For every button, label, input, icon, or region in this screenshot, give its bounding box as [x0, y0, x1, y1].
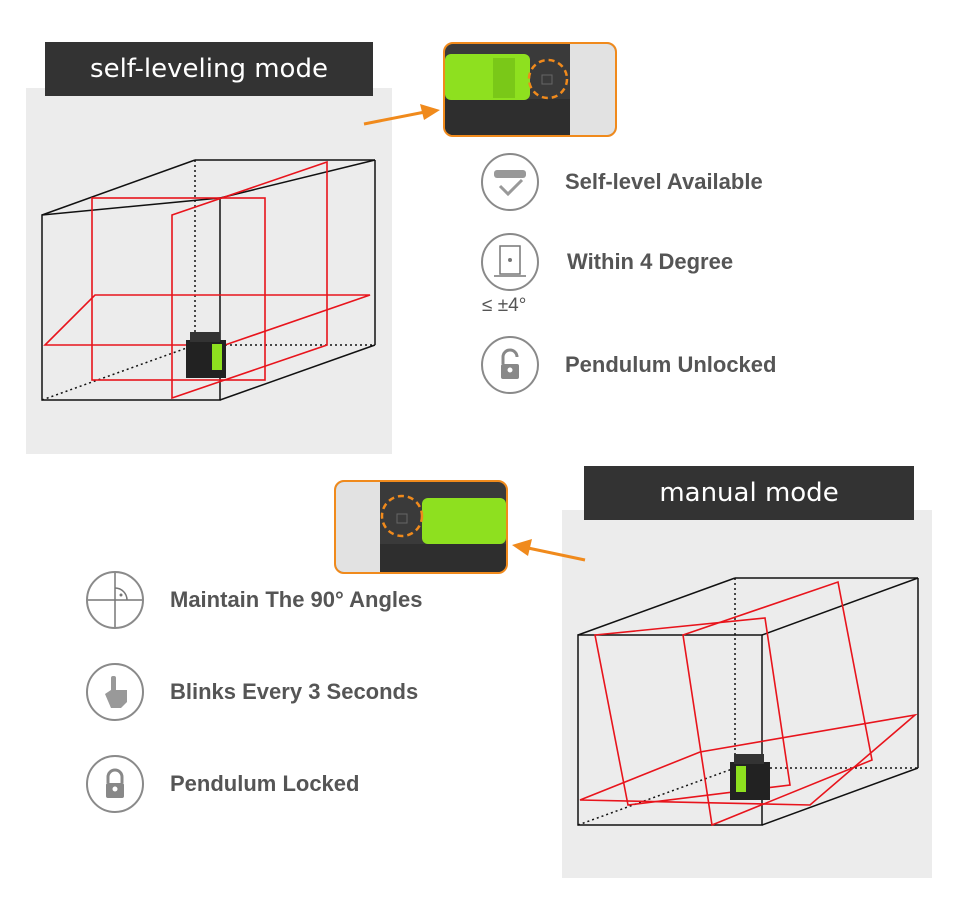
- manual-mode-title: manual mode: [584, 466, 914, 520]
- unlocked-padlock-icon: [481, 336, 539, 394]
- feature-pendulum-unlocked: Pendulum Unlocked: [481, 336, 776, 394]
- feature-label: Within 4 Degree: [567, 249, 734, 274]
- laser-lines-manual: [579, 580, 918, 827]
- feature-label: Maintain The 90° Angles: [170, 587, 423, 612]
- feature-label: Blinks Every 3 Seconds: [170, 679, 419, 704]
- arrow-icon: [363, 104, 440, 126]
- self-leveling-panel: [26, 88, 392, 454]
- laser-lines-self-leveling: [43, 160, 371, 400]
- right-angle-icon: [86, 571, 144, 629]
- tilt-range-label: ≤ ±4°: [482, 295, 527, 316]
- feature-blinks: Blinks Every 3 Seconds: [86, 663, 418, 721]
- tilt-device-icon: [481, 233, 539, 291]
- locked-padlock-icon: [86, 755, 144, 813]
- feature-label: Pendulum Unlocked: [565, 352, 777, 377]
- laser-device-icon: [730, 754, 770, 800]
- feature-within-4-degree: Within 4 Degree: [481, 233, 733, 291]
- arrow-icon: [512, 539, 586, 562]
- switch-closeup-locked: [334, 480, 508, 574]
- feature-pendulum-locked: Pendulum Locked: [86, 755, 359, 813]
- feature-label: Self-level Available: [565, 169, 763, 194]
- feature-90-angles: Maintain The 90° Angles: [86, 571, 422, 629]
- feature-label: Pendulum Locked: [170, 771, 360, 796]
- level-check-icon: [481, 153, 539, 211]
- feature-self-level: Self-level Available: [481, 153, 763, 211]
- switch-closeup-unlocked: [443, 42, 617, 137]
- self-leveling-mode-title: self-leveling mode: [45, 42, 373, 96]
- manual-panel: [562, 510, 932, 878]
- laser-device-icon: [186, 332, 226, 378]
- pointing-hand-icon: [86, 663, 144, 721]
- room-cube-manual: [577, 577, 919, 826]
